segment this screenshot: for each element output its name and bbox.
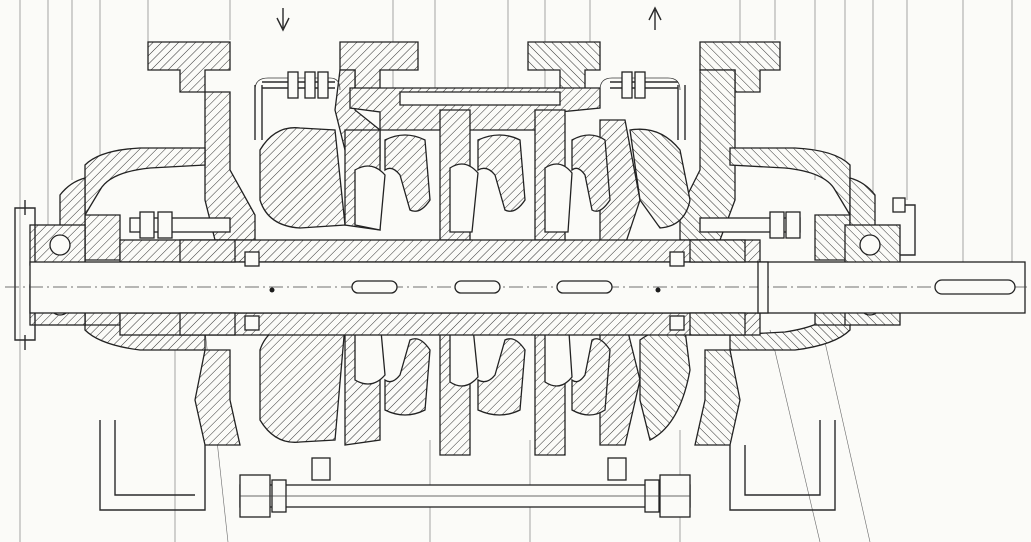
- discharge-flange: [527, 41, 781, 241]
- inlet-arrow-icon: [276, 8, 290, 32]
- pump-shaft: [5, 261, 1028, 314]
- tie-bolt-bottom: [239, 474, 691, 518]
- impellers-top: [354, 134, 611, 233]
- drain-plugs: [311, 457, 627, 481]
- pump-feet: [99, 420, 836, 511]
- balance-pipe-top: [254, 71, 686, 140]
- suction-flange: [147, 41, 419, 241]
- shaft-seals: [179, 239, 746, 336]
- outlet-arrow-icon: [648, 6, 662, 30]
- tie-bolt-top: [129, 211, 801, 239]
